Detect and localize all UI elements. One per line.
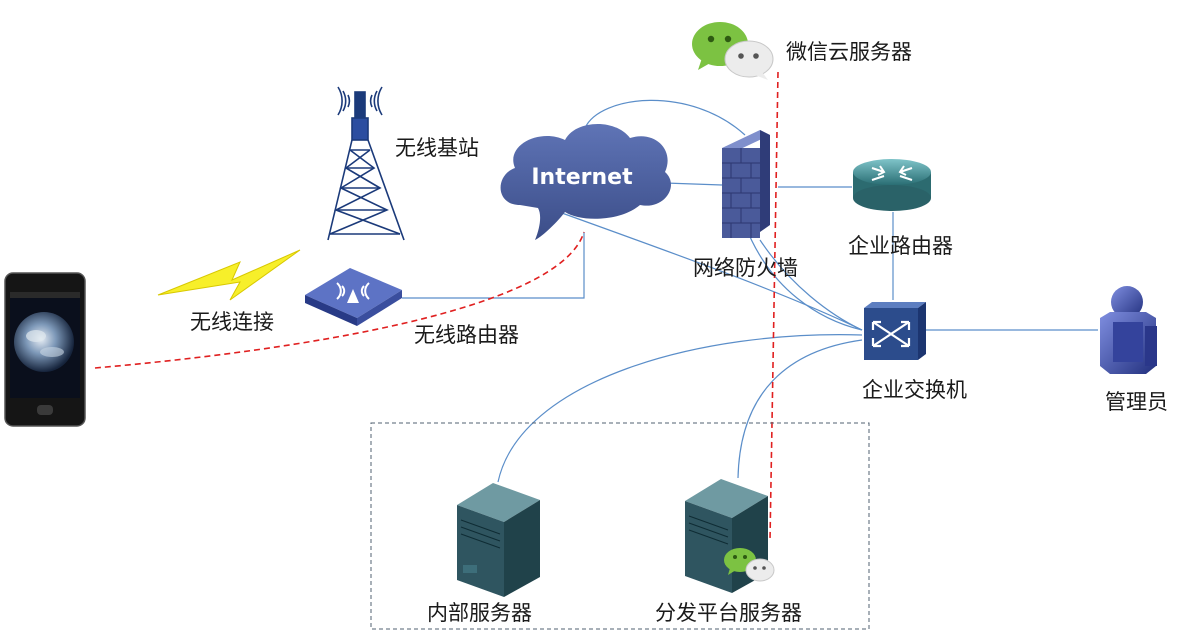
link-firewall-switch-1 (759, 239, 863, 331)
router-icon (853, 159, 931, 211)
firewall-label: 网络防火墙 (693, 256, 798, 280)
base-station-label: 无线基站 (395, 136, 479, 160)
server-group-box (370, 422, 870, 630)
link-internet-switch (511, 194, 863, 331)
link-internet-firewall-arc (584, 99, 746, 136)
cell-tower-icon (327, 86, 405, 241)
wechat-cloud-server-label: 微信云服务器 (786, 40, 912, 64)
wechat-icon (692, 22, 774, 80)
internet-label: Internet (531, 165, 633, 190)
link-switch-internal-server (497, 334, 863, 483)
enterprise-router-label: 企业路由器 (848, 234, 953, 258)
firewall-icon (722, 130, 770, 238)
switch-icon (864, 302, 926, 360)
wechat-data-path (94, 71, 779, 541)
wireless-router-label: 无线路由器 (414, 323, 519, 347)
connection-links (402, 99, 1098, 483)
link-firewall-switch-2 (744, 224, 863, 331)
wireless-connection-label: 无线连接 (190, 310, 274, 334)
wechat-icon (724, 548, 775, 582)
smartphone-icon (4, 272, 86, 427)
lightning-icon (157, 249, 301, 301)
enterprise-switch-label: 企业交换机 (862, 378, 967, 402)
cloud-icon (500, 123, 671, 240)
server-icon (457, 483, 540, 597)
path-phone-internet (94, 231, 585, 369)
internal-server-label: 内部服务器 (427, 601, 532, 625)
wireless-router-icon (305, 268, 402, 326)
administrator-label: 管理员 (1105, 390, 1168, 414)
distribution-server-label: 分发平台服务器 (655, 601, 802, 625)
link-wireless-router-internet (402, 232, 585, 299)
path-cloud-dist-server (769, 71, 779, 541)
link-switch-dist-server (737, 339, 863, 479)
link-internet-firewall (664, 182, 723, 186)
user-icon (1100, 286, 1157, 374)
